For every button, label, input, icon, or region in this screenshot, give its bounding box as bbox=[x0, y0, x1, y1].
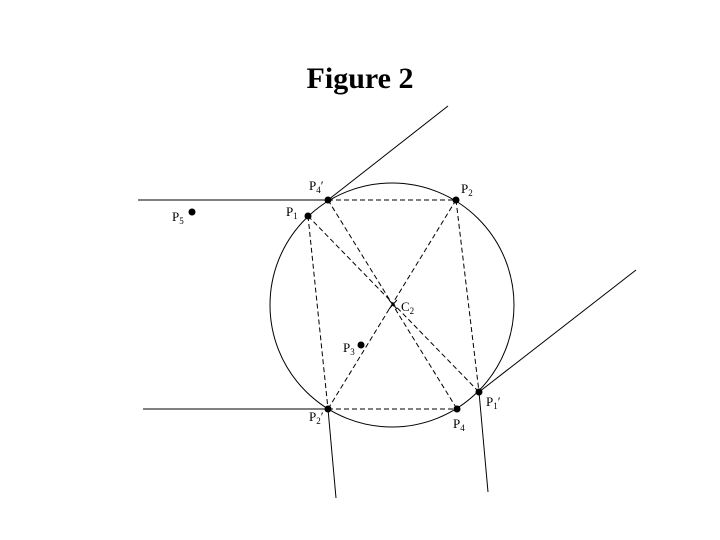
center-cross-marker bbox=[388, 299, 398, 310]
right-tangent-line bbox=[478, 269, 637, 393]
dashed-p1-p2prime bbox=[307, 215, 329, 410]
label-p5: P5 bbox=[172, 209, 184, 226]
dashed-p2-p1prime bbox=[455, 199, 480, 393]
label-p2prime: P2′ bbox=[309, 409, 324, 426]
label-p1prime: P1′ bbox=[486, 394, 501, 411]
label-p4prime: P4′ bbox=[309, 178, 324, 195]
point-p3 bbox=[357, 341, 365, 349]
point-p4 bbox=[453, 405, 461, 413]
point-p4prime bbox=[324, 196, 332, 204]
point-p1prime bbox=[475, 388, 483, 396]
right-vertical-line bbox=[478, 391, 489, 493]
left-vertical-line bbox=[327, 408, 337, 499]
label-p3: P3 bbox=[343, 340, 355, 357]
label-c2: C2 bbox=[401, 299, 414, 316]
label-p1: P1 bbox=[286, 204, 298, 221]
dashed-p2-p2prime bbox=[327, 199, 457, 410]
point-p1 bbox=[304, 212, 312, 220]
point-p5 bbox=[188, 208, 196, 216]
point-p2prime bbox=[324, 405, 332, 413]
circumscribed-circle bbox=[269, 182, 515, 428]
label-p4: P4 bbox=[453, 416, 465, 433]
upper-tangent-line bbox=[327, 105, 449, 201]
figure-title: Figure 2 bbox=[306, 62, 414, 95]
label-p2: P2 bbox=[461, 181, 473, 198]
point-p2 bbox=[452, 196, 460, 204]
